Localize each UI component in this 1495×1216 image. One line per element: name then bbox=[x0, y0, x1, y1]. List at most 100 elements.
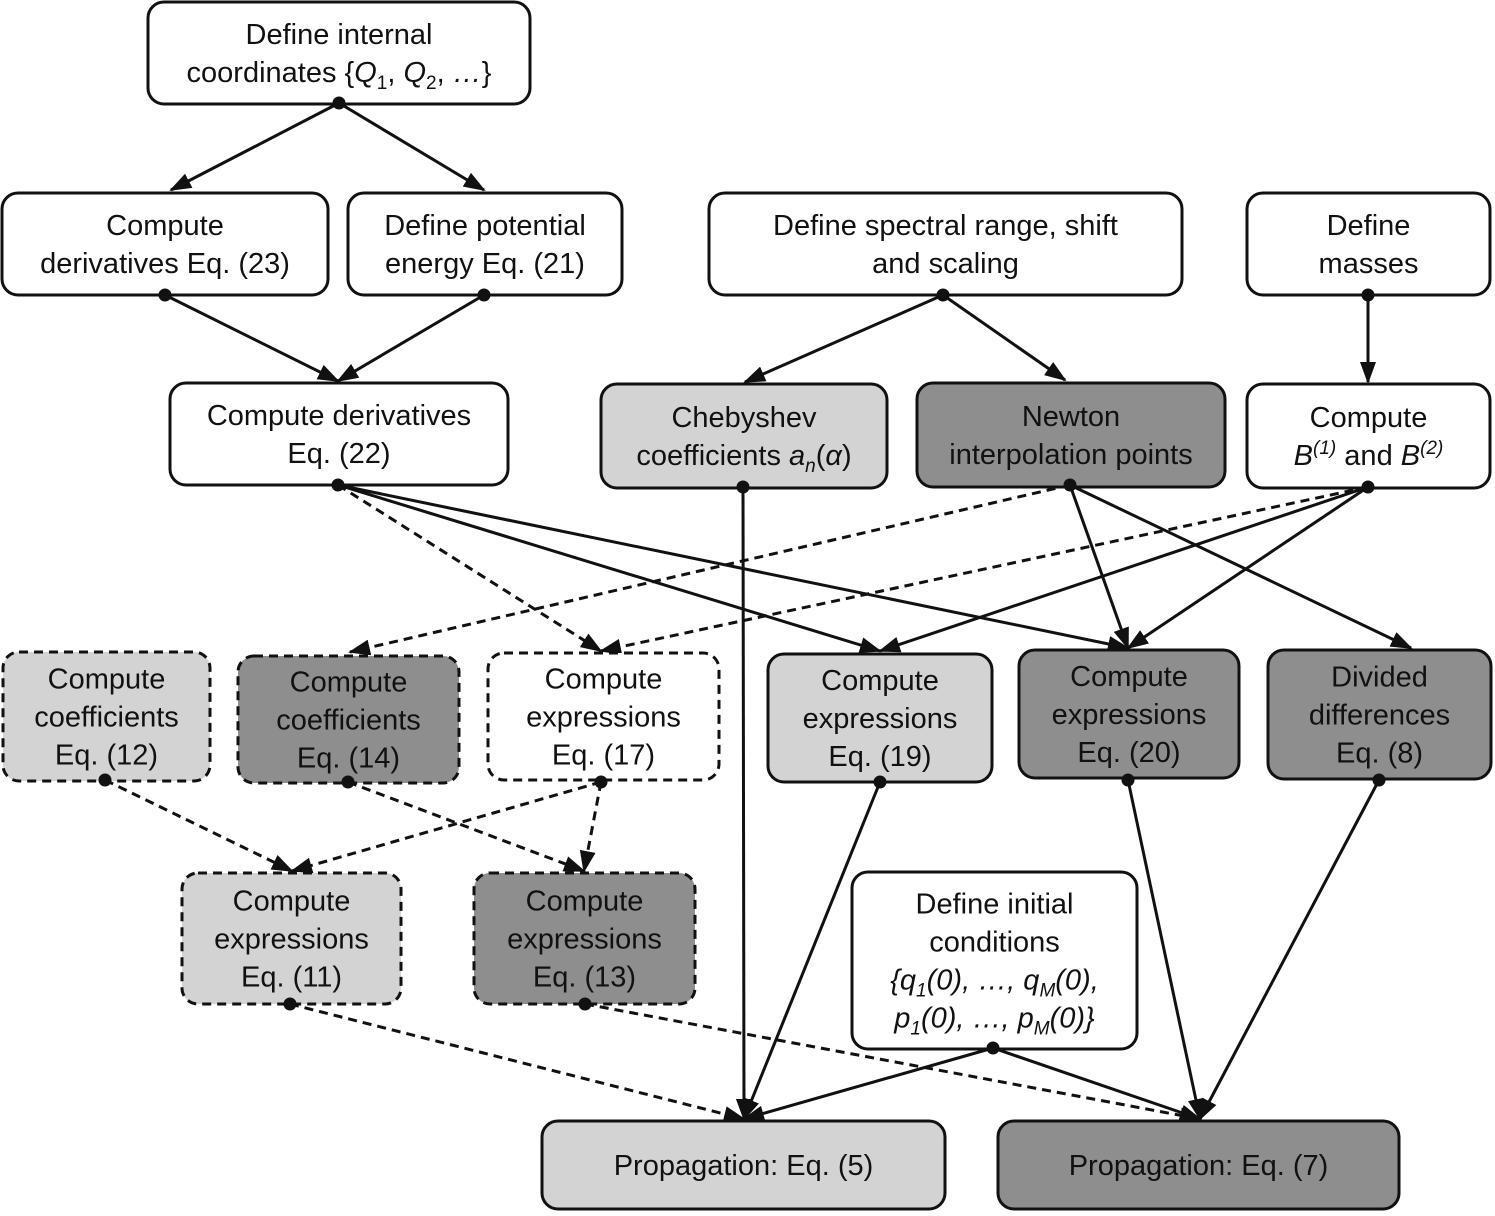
edge-compute-deriv-22-to-expr-19 bbox=[337, 483, 882, 653]
edge-compute-deriv-23-to-compute-deriv-22 bbox=[164, 293, 340, 383]
edge-initial-conditions-to-propagation-7 bbox=[992, 1046, 1202, 1121]
node-label-line: Divided bbox=[1331, 662, 1428, 694]
node-label-line: Chebyshev bbox=[671, 402, 817, 434]
connector-dot bbox=[1121, 773, 1135, 787]
node-label-line: Compute derivatives bbox=[207, 400, 471, 432]
edge-expr-17-to-expr-13 bbox=[579, 781, 603, 873]
node-label-line: coefficients bbox=[276, 705, 421, 737]
node-label-line: Compute bbox=[1070, 661, 1188, 693]
edge-compute-b-to-expr-17 bbox=[599, 485, 1369, 655]
node-spectral-range: Define spectral range, shift and scaling bbox=[707, 191, 1184, 297]
node-define-pot-21: Define potential energy Eq. (21) bbox=[346, 191, 624, 297]
edge-compute-deriv-22-to-expr-20 bbox=[337, 483, 1130, 652]
connector-dot bbox=[331, 478, 345, 492]
node-label-line: Eq. (17) bbox=[552, 740, 655, 772]
node-label-line: {q1(0), …, qM(0), bbox=[890, 965, 1099, 1002]
node-label-line: expressions bbox=[214, 924, 369, 956]
node-label-line: Eq. (11) bbox=[241, 962, 342, 994]
node-label-line: Eq. (8) bbox=[1336, 738, 1423, 770]
node-newton-points: Newton interpolation points bbox=[915, 381, 1227, 489]
connector-dot bbox=[283, 997, 297, 1011]
node-box bbox=[599, 382, 889, 490]
edge-newton-points-to-expr-20 bbox=[1068, 484, 1130, 650]
node-label-line: Compute bbox=[1310, 402, 1428, 434]
node-label-line: Compute bbox=[48, 664, 166, 696]
connector-dot bbox=[986, 1041, 1000, 1055]
edges-layer bbox=[104, 101, 1413, 1124]
node-label-line: derivatives Eq. (23) bbox=[40, 248, 290, 280]
edge-expr-20-to-propagation-7 bbox=[1126, 779, 1204, 1121]
node-box bbox=[540, 1119, 947, 1211]
connector-dot bbox=[341, 775, 355, 789]
connector-dot bbox=[736, 480, 750, 494]
edge-chebyshev-coeff-to-propagation-5 bbox=[735, 486, 752, 1121]
node-propagation-7: Propagation: Eq. (7) bbox=[996, 1119, 1401, 1211]
node-label-line: p1(0), …, pM(0)} bbox=[893, 1003, 1095, 1040]
edge-expr-17-to-expr-11 bbox=[290, 780, 602, 874]
edge-newton-points-to-coeff-14 bbox=[348, 483, 1071, 656]
node-label-line: coefficients bbox=[34, 702, 179, 734]
connector-dot bbox=[936, 288, 950, 302]
edge-internal-coords-to-define-pot-21 bbox=[338, 101, 486, 192]
node-label-line: interpolation points bbox=[949, 439, 1192, 471]
node-label-line: Compute bbox=[526, 886, 644, 918]
node-label-line: Define initial bbox=[916, 889, 1074, 921]
edge-define-pot-21-to-compute-deriv-22 bbox=[336, 293, 485, 383]
connector-dot bbox=[1361, 288, 1375, 302]
node-label-line: Eq. (12) bbox=[55, 740, 158, 772]
node-chebyshev-coeff: Chebyshev coefficients an(α) bbox=[599, 382, 889, 490]
node-label-line: coefficients an(α) bbox=[636, 440, 851, 477]
node-label-line: energy Eq. (21) bbox=[385, 248, 585, 280]
edge-coeff-12-to-expr-11 bbox=[104, 778, 294, 873]
node-label-line: expressions bbox=[803, 703, 958, 735]
node-label-line: differences bbox=[1309, 700, 1450, 732]
node-label-line: Compute bbox=[545, 664, 663, 696]
node-label-line: Eq. (22) bbox=[287, 438, 390, 470]
edge-compute-b-to-expr-20 bbox=[1126, 485, 1369, 650]
edge-expr-19-to-propagation-5 bbox=[742, 781, 882, 1121]
edge-compute-deriv-22-to-expr-17 bbox=[337, 483, 603, 653]
connector-dot bbox=[578, 997, 592, 1011]
node-label-line: Eq. (20) bbox=[1077, 737, 1180, 769]
node-label-line: Newton bbox=[1022, 401, 1120, 433]
node-box bbox=[1245, 382, 1492, 490]
node-label-line: expressions bbox=[1052, 699, 1207, 731]
connector-dot bbox=[594, 775, 608, 789]
node-label-line: and scaling bbox=[872, 248, 1019, 280]
connector-dot bbox=[98, 773, 112, 787]
edge-divided-diff-8-to-propagation-7 bbox=[1198, 779, 1381, 1121]
node-label-line: Define spectral range, shift bbox=[773, 210, 1118, 242]
node-label-line: Compute bbox=[821, 665, 939, 697]
node-label-line: Compute bbox=[290, 667, 408, 699]
node-box bbox=[915, 381, 1227, 489]
edge-compute-b-to-expr-19 bbox=[878, 485, 1369, 653]
node-label-line: B(1) and B(2) bbox=[1294, 438, 1444, 472]
connector-dot bbox=[477, 288, 491, 302]
node-label-line: expressions bbox=[507, 924, 662, 956]
edge-coeff-14-to-expr-13 bbox=[347, 780, 586, 873]
node-label-line: Compute bbox=[233, 886, 351, 918]
node-label-line: masses bbox=[1319, 248, 1419, 280]
node-label-line: Eq. (13) bbox=[533, 962, 636, 994]
connector-dot bbox=[1372, 773, 1386, 787]
connector-dot bbox=[158, 288, 172, 302]
connector-dot bbox=[1361, 480, 1375, 494]
node-box bbox=[180, 871, 403, 1006]
node-label-line: conditions bbox=[929, 927, 1060, 959]
connector-dot bbox=[873, 775, 887, 789]
node-label-line: Define potential bbox=[384, 210, 586, 242]
node-label-line: Eq. (19) bbox=[828, 741, 931, 773]
